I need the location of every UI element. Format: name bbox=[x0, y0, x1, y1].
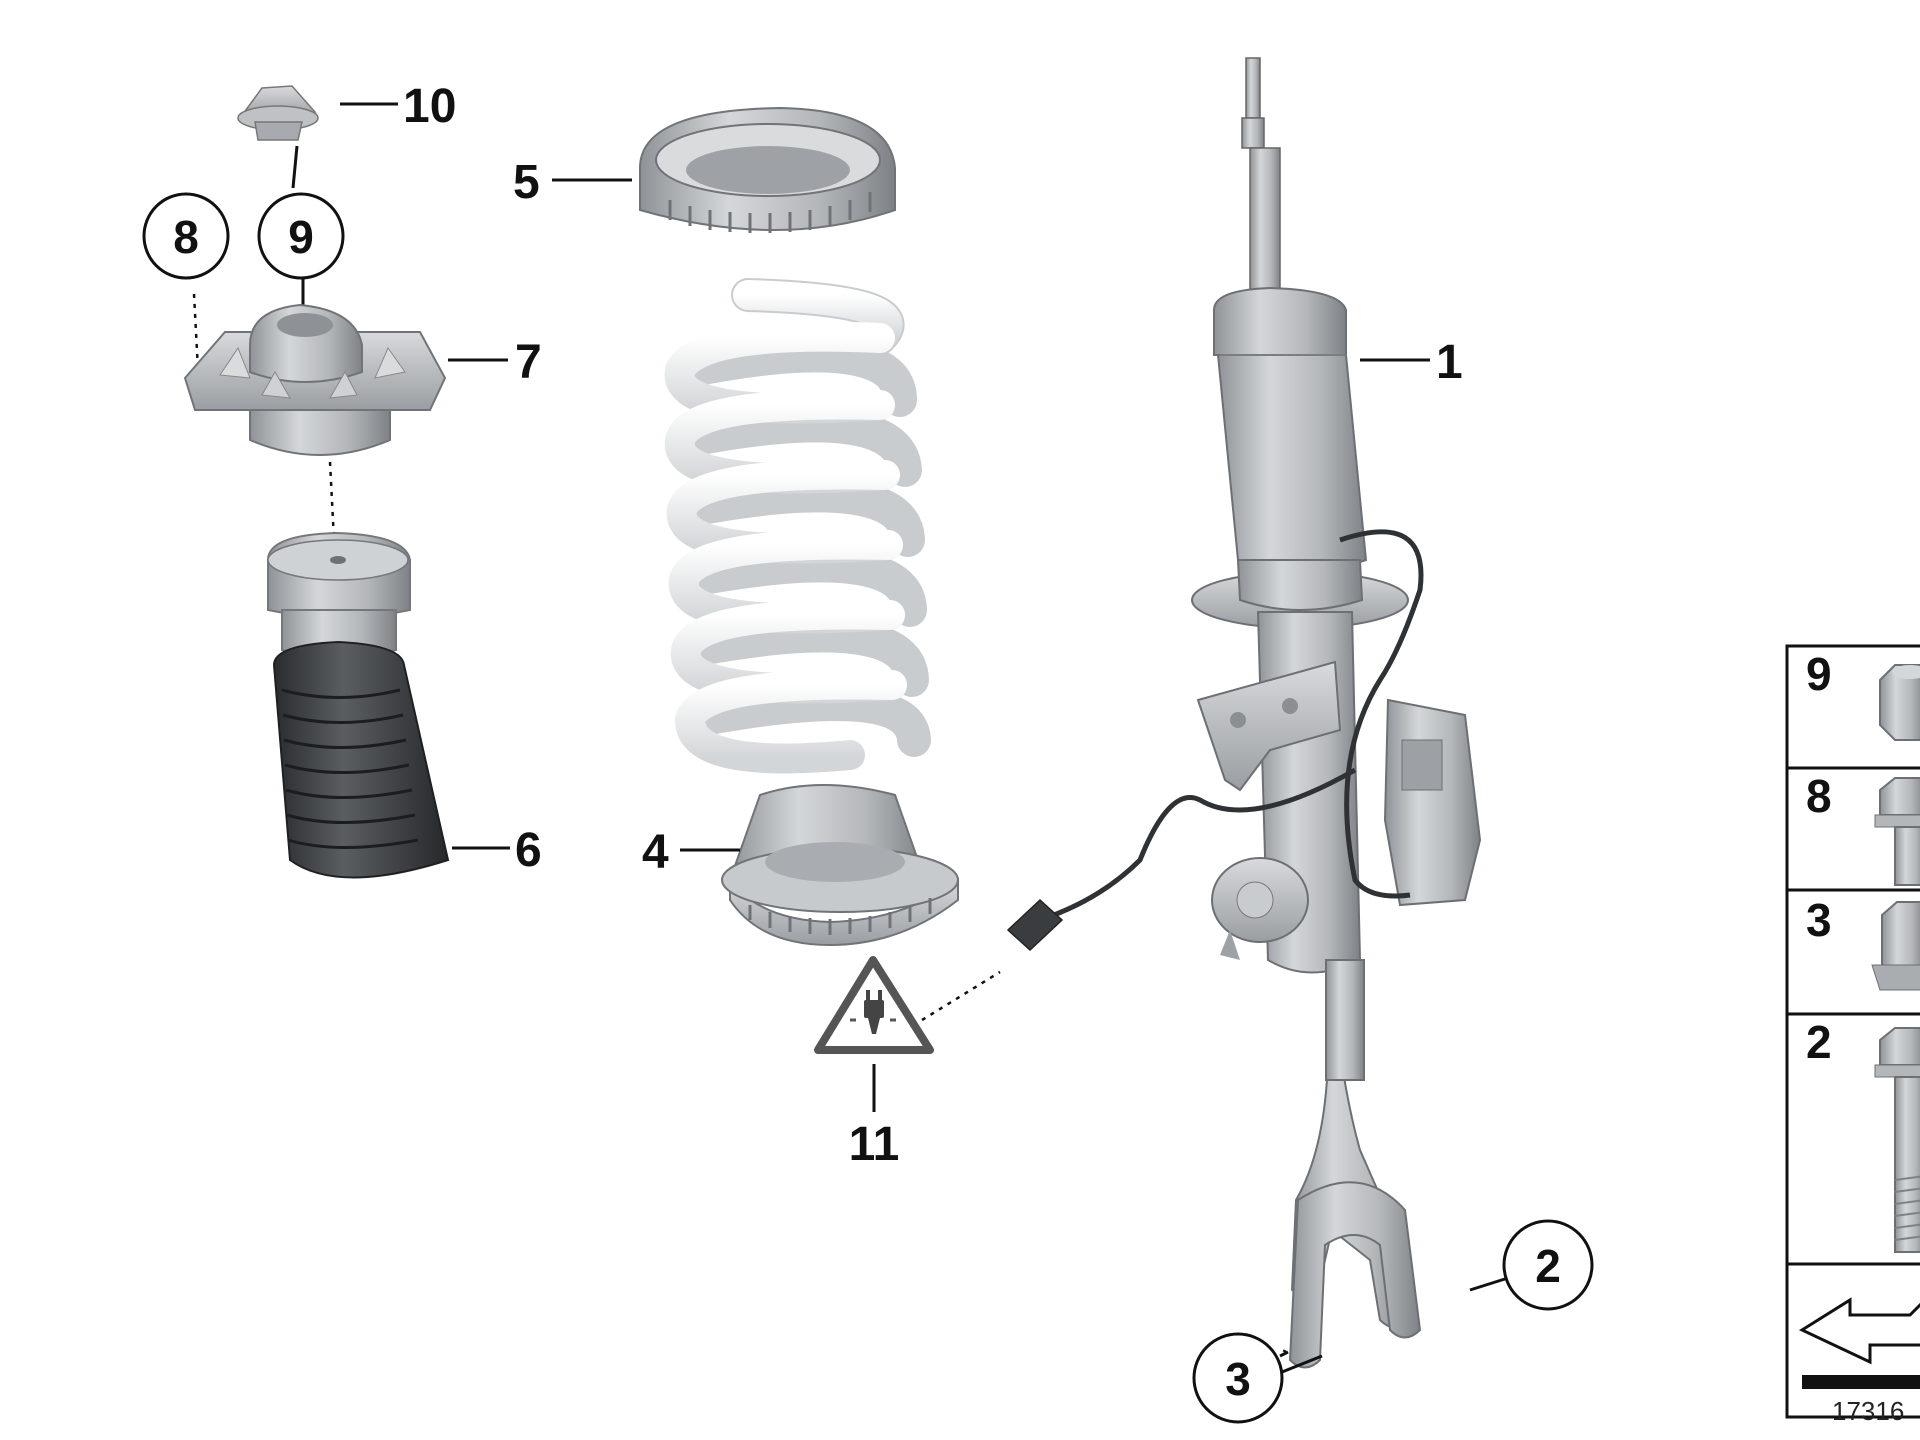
plug-warning-triangle-icon bbox=[814, 956, 934, 1054]
legend-row-3: 3 bbox=[1806, 894, 1832, 946]
callout-6: 6 bbox=[515, 824, 542, 877]
callout-4: 4 bbox=[642, 826, 669, 879]
circle-callout-3-label: 3 bbox=[1225, 1353, 1251, 1405]
callout-1: 1 bbox=[1436, 336, 1463, 389]
nut-icon bbox=[1879, 664, 1920, 741]
circle-callout-2-label: 2 bbox=[1535, 1240, 1561, 1292]
coil-spring bbox=[664, 278, 931, 774]
leader-3-line bbox=[1281, 1354, 1323, 1374]
fastener-legend: 9 8 3 2 bbox=[1785, 644, 1920, 1419]
leader-10-9 bbox=[291, 145, 299, 189]
circle-callout-9-label: 9 bbox=[288, 211, 314, 263]
callout-10: 10 bbox=[403, 80, 456, 133]
legend-row-2: 2 bbox=[1806, 1016, 1832, 1068]
reference-code: 17316 bbox=[1832, 1396, 1904, 1426]
callout-11: 11 bbox=[849, 1118, 900, 1171]
leader-3 bbox=[1282, 1349, 1287, 1353]
circle-callout-8: 8 bbox=[142, 192, 230, 280]
part-7-strut-mount bbox=[183, 303, 447, 456]
dash-8 bbox=[192, 293, 200, 371]
circle-callout-8-label: 8 bbox=[173, 211, 199, 263]
dash-7-6 bbox=[328, 461, 336, 541]
bolt-icon bbox=[1874, 777, 1920, 886]
part-4-lower-spring-seat bbox=[721, 784, 959, 947]
part-10-cap bbox=[237, 85, 319, 141]
part-6-bump-stop-bellows bbox=[267, 531, 450, 879]
circle-callout-2: 2 bbox=[1502, 1219, 1594, 1311]
circle-callout-9: 9 bbox=[257, 192, 345, 280]
part-1-shock-absorber bbox=[1006, 57, 1482, 1369]
dash-11 bbox=[921, 970, 1001, 1022]
leader-2 bbox=[1469, 1276, 1509, 1292]
legend-row-9: 9 bbox=[1806, 648, 1832, 700]
part-5-upper-spring-seat bbox=[639, 106, 896, 233]
callout-5: 5 bbox=[513, 156, 540, 209]
direction-arrow-icon bbox=[1798, 1297, 1920, 1389]
leader-3b bbox=[1279, 1350, 1289, 1358]
callout-7: 7 bbox=[515, 336, 542, 389]
long-bolt-icon bbox=[1874, 1027, 1920, 1253]
circle-callout-3: 3 bbox=[1192, 1332, 1284, 1424]
legend-row-8: 8 bbox=[1806, 770, 1832, 822]
flange-nut-icon bbox=[1871, 901, 1920, 991]
